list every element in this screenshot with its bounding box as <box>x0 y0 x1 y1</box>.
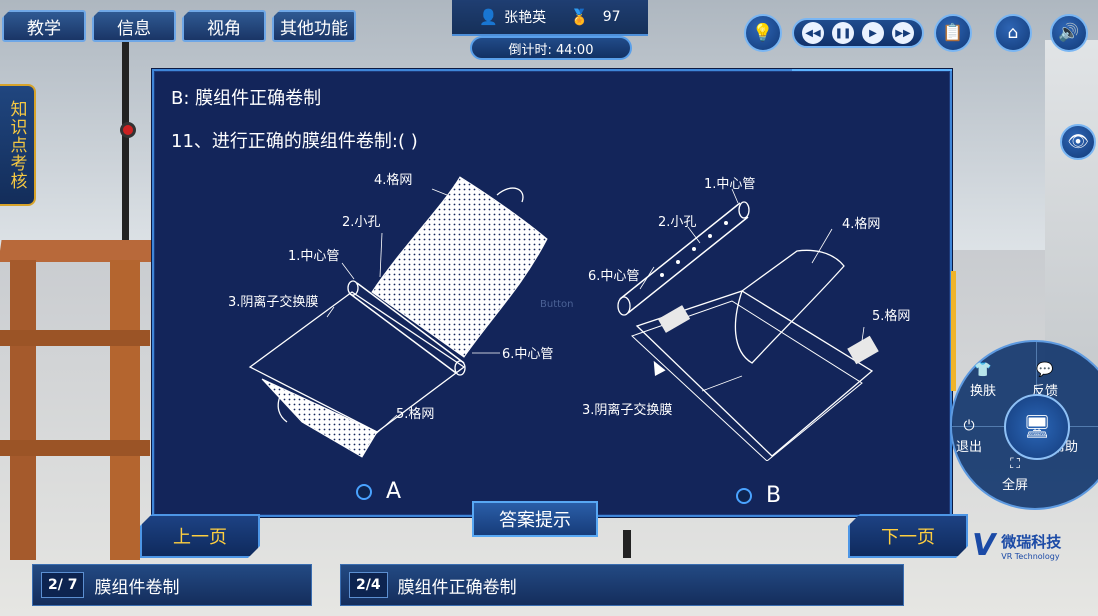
section-title: B: 膜组件正确卷制 <box>171 88 322 109</box>
logo-subtitle: VR Technology <box>1001 551 1060 561</box>
logo-text: 微瑞科技 VR Technology <box>1001 531 1061 561</box>
fullscreen-icon: ⛶ <box>1010 456 1020 472</box>
chapter-progress-badge: 2/ 7 <box>41 572 85 598</box>
exit-label: 退出 <box>956 440 983 455</box>
power-icon: ⏻ <box>963 418 975 434</box>
top-nav: 教学 信息 视角 其他功能 <box>2 10 356 42</box>
tab-info[interactable]: 信息 <box>92 10 176 42</box>
label-center-pipe-end: 6.中心管 <box>502 347 554 362</box>
eye-icon[interactable]: 👁 <box>1060 124 1096 160</box>
label-center-pipe-end: 6.中心管 <box>588 269 640 284</box>
scene-pole-stub <box>623 530 631 558</box>
skin-label: 换肤 <box>970 384 997 399</box>
label-mesh-side: 5.格网 <box>872 309 911 324</box>
panel-side-accent <box>951 271 956 391</box>
vr-logo-mark: V <box>968 528 999 563</box>
medal-icon: 🏅 <box>570 8 589 26</box>
tab-other-functions[interactable]: 其他功能 <box>272 10 356 42</box>
question-panel: B: 膜组件正确卷制 11、进行正确的膜组件卷制:( ) Button <box>152 69 956 537</box>
option-a-radio[interactable] <box>356 483 372 500</box>
label-membrane: 3.阴离子交换膜 <box>582 403 673 418</box>
radial-menu: 👕 换肤 💬 反馈 ⏻ 退出 ? 帮助 ⛶ 全屏 🖥 <box>950 340 1098 510</box>
sound-icon[interactable]: 🔊 <box>1050 14 1088 52</box>
scene-red-marker <box>120 122 136 138</box>
chapter-title: 膜组件卷制 <box>94 577 180 598</box>
label-center-pipe: 1.中心管 <box>704 177 756 192</box>
rewind-icon[interactable]: ◀◀ <box>802 22 824 44</box>
user-bar: 👤 张艳英 🏅 97 <box>452 0 648 36</box>
user-icon: 👤 <box>479 8 499 26</box>
bulb-icon[interactable]: 💡 <box>744 14 782 52</box>
monitor-icon[interactable]: 🖥 <box>1004 394 1070 460</box>
option-a-letter: A <box>386 479 402 504</box>
fullscreen-label: 全屏 <box>1002 478 1029 493</box>
option-b-letter: B <box>766 483 782 508</box>
shirt-icon: 👕 <box>974 362 992 378</box>
knowledge-check-badge[interactable]: 知识点考核 <box>0 84 36 206</box>
scene-pole <box>122 40 129 250</box>
exit-button[interactable]: ⏻ 退出 <box>956 418 982 455</box>
scene-table-rail <box>0 330 150 346</box>
option-b[interactable]: B <box>736 483 781 508</box>
radial-divider <box>1036 342 1037 394</box>
tab-teaching[interactable]: 教学 <box>2 10 86 42</box>
notes-icon[interactable]: 📋 <box>934 14 972 52</box>
answer-hint-button[interactable]: 答案提示 <box>472 501 598 537</box>
section-status-title: 膜组件正确卷制 <box>397 577 517 598</box>
option-b-radio[interactable] <box>736 487 752 504</box>
pause-icon[interactable]: ❚❚ <box>832 22 854 44</box>
label-membrane: 3.阴离子交换膜 <box>228 295 319 310</box>
label-mesh-bottom: 5.格网 <box>396 407 435 422</box>
play-icon[interactable]: ▶ <box>862 22 884 44</box>
logo-name: 微瑞科技 <box>1001 532 1062 551</box>
section-status: 2/4 膜组件正确卷制 <box>340 564 904 606</box>
skin-button[interactable]: 👕 换肤 <box>970 362 996 399</box>
diagram-a: 4.格网 2.小孔 1.中心管 3.阴离子交换膜 6.中心管 5.格网 <box>228 167 572 467</box>
panel-corner-accent <box>792 69 952 71</box>
label-mesh-top: 4.格网 <box>374 173 413 188</box>
fullscreen-button[interactable]: ⛶ 全屏 <box>1002 456 1028 493</box>
ghost-button-label: Button <box>540 299 574 310</box>
next-page-button[interactable]: 下一页 <box>848 514 968 558</box>
label-small-hole: 2.小孔 <box>342 215 381 230</box>
home-icon[interactable]: ⌂ <box>994 14 1032 52</box>
section-progress-badge: 2/4 <box>349 572 388 598</box>
fast-forward-icon[interactable]: ▶▶ <box>892 22 914 44</box>
user-score: 97 <box>602 9 621 25</box>
radial-divider <box>952 426 1004 427</box>
scene-table-rail <box>0 440 150 456</box>
scene-table-leg <box>110 260 140 560</box>
label-small-hole: 2.小孔 <box>658 215 697 230</box>
radial-divider <box>1070 426 1098 427</box>
label-mesh-top: 4.格网 <box>842 217 881 232</box>
chat-icon: 💬 <box>1036 362 1054 378</box>
user-name: 张艳英 <box>504 10 547 26</box>
media-controls: ◀◀ ❚❚ ▶ ▶▶ <box>792 18 924 48</box>
chapter-status: 2/ 7 膜组件卷制 <box>32 564 312 606</box>
option-a[interactable]: A <box>356 479 401 504</box>
scene-tower <box>1045 40 1098 380</box>
scene-table <box>0 240 162 262</box>
tab-view[interactable]: 视角 <box>182 10 266 42</box>
question-text: 11、进行正确的膜组件卷制:( ) <box>171 131 418 152</box>
countdown-timer: 倒计时: 44:00 <box>470 36 632 60</box>
scene-table-leg <box>10 260 36 560</box>
diagram-b: 1.中心管 2.小孔 4.格网 6.中心管 5.格网 3.阴离子交换膜 <box>582 171 912 461</box>
label-center-pipe: 1.中心管 <box>288 249 340 264</box>
prev-page-button[interactable]: 上一页 <box>140 514 260 558</box>
company-logo: V 微瑞科技 VR Technology <box>968 528 1061 563</box>
